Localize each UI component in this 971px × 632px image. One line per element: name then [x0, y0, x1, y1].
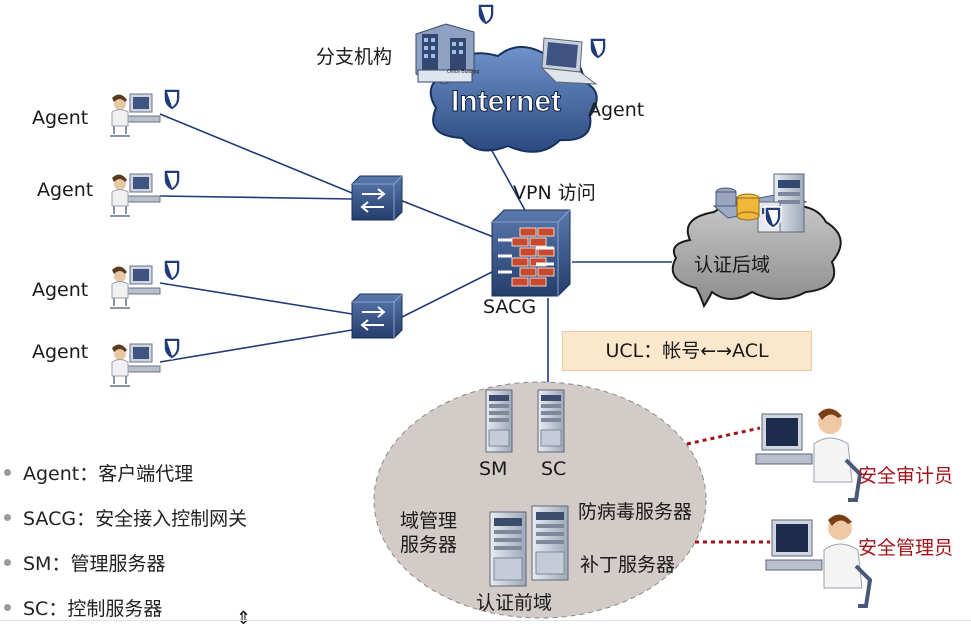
legend-text: SACG：安全接入控制网关	[23, 508, 248, 530]
admin-workstation-icon	[765, 514, 873, 608]
office-building-label: Office Building	[447, 69, 479, 75]
sm-server-icon	[485, 389, 513, 453]
sacg-label: SACG	[483, 296, 537, 318]
switch-icon-1	[351, 175, 403, 221]
sm-label: SM	[479, 458, 508, 480]
auth-front-domain-area	[373, 381, 707, 619]
auth-front-label: 认证前域	[476, 592, 553, 614]
divider	[0, 620, 971, 621]
agent-workstation-icon-3	[109, 265, 161, 309]
auditor-label: 安全审计员	[858, 465, 954, 487]
legend-text: Agent：客户端代理	[23, 463, 194, 485]
link-agent3-switch2	[159, 282, 353, 315]
bullet-icon	[4, 559, 11, 566]
agent-workstation-icon-1	[109, 93, 161, 137]
legend: Agent：客户端代理 SACG：安全接入控制网关 SM：管理服务器 SC：控制…	[2, 450, 247, 630]
legend-item: SC：控制服务器	[2, 585, 247, 630]
auditor-workstation-icon	[755, 408, 863, 502]
link-agent1-switch1	[159, 113, 353, 194]
sc-server-icon	[537, 389, 565, 453]
domain-mgmt-server-icon	[489, 511, 527, 587]
branch-label: 分支机构	[316, 46, 393, 68]
sc-label: SC	[541, 458, 567, 480]
link-switch2-sacg	[399, 269, 497, 319]
antivirus-patch-server-icon	[531, 505, 569, 581]
legend-text: SM：管理服务器	[23, 553, 166, 575]
domain-mgmt-label-2: 服务器	[400, 534, 458, 556]
agent-workstation-icon-2	[109, 173, 161, 217]
firewall-icon	[491, 209, 571, 297]
link-switch1-sacg	[399, 199, 497, 239]
link-internet-sacg	[485, 139, 527, 213]
legend-text: SC：控制服务器	[23, 598, 163, 620]
link-auditor	[686, 426, 761, 446]
database-icon	[715, 187, 760, 221]
switch-icon-2	[351, 293, 403, 339]
legend-item: SACG：安全接入控制网关	[2, 495, 247, 540]
bullet-icon	[4, 469, 11, 476]
laptop-icon	[540, 37, 598, 85]
remote-agent-label: Agent	[588, 99, 645, 121]
agent-label-2: Agent	[37, 179, 94, 201]
link-agent2-switch1	[159, 195, 353, 200]
antivirus-label: 防病毒服务器	[578, 501, 693, 523]
agent-label-3: Agent	[32, 279, 89, 301]
domain-mgmt-label-1: 域管理	[400, 510, 458, 532]
link-agent4-switch2	[159, 329, 353, 363]
agent-label-1: Agent	[32, 107, 89, 129]
internet-label: Internet	[451, 85, 561, 118]
office-building-icon	[415, 23, 475, 85]
vpn-label: VPN 访问	[513, 182, 596, 204]
agent-label-4: Agent	[32, 341, 89, 363]
agent-workstation-icon-4	[109, 343, 161, 387]
bullet-icon	[4, 604, 11, 611]
ucl-box: UCL：帐号←→ACL	[562, 331, 812, 371]
bullet-icon	[4, 514, 11, 521]
legend-item: Agent：客户端代理	[2, 450, 247, 495]
admin-label: 安全管理员	[858, 537, 954, 559]
links	[159, 113, 672, 390]
resize-cursor-icon: ⇕	[236, 608, 252, 629]
legend-item: SM：管理服务器	[2, 540, 247, 585]
auth-backend-label: 认证后域	[694, 254, 771, 276]
patch-label: 补丁服务器	[580, 554, 676, 576]
